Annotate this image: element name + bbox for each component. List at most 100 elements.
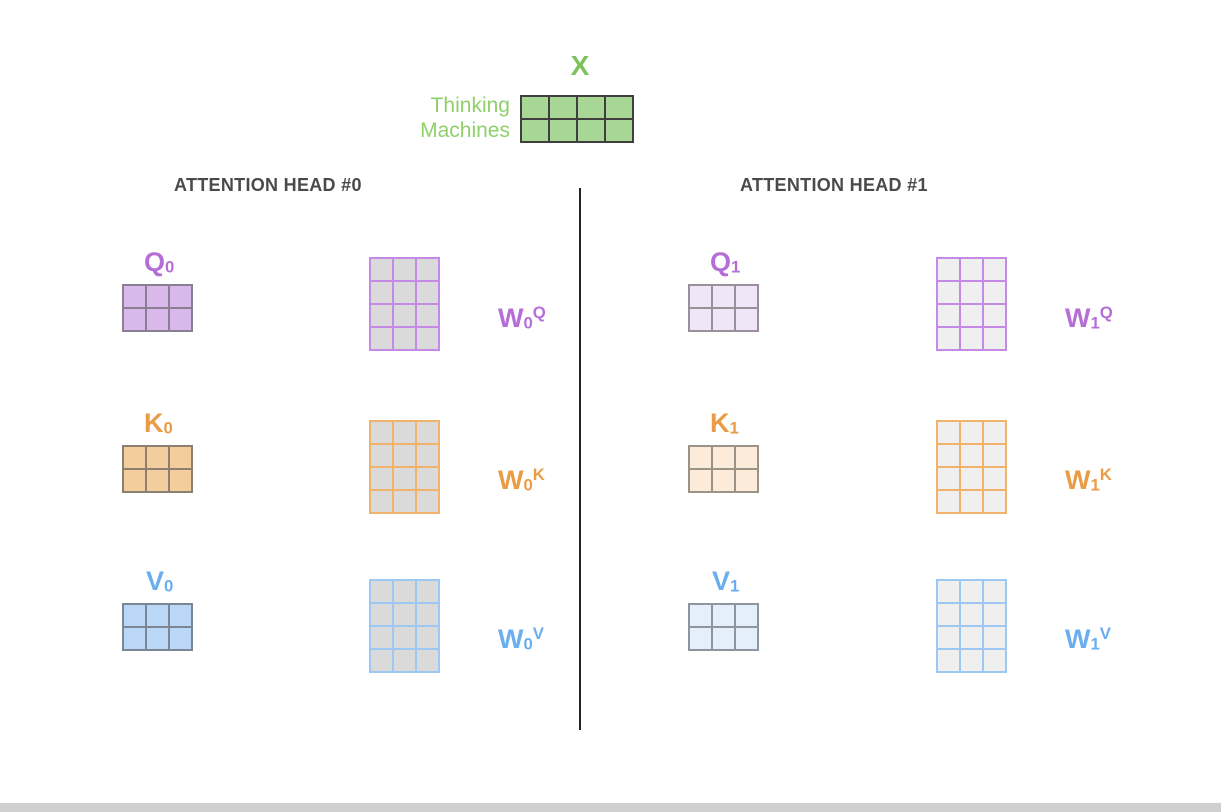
w0v-matrix-cell — [416, 649, 439, 672]
w1k-matrix-cell — [937, 421, 960, 444]
w0q-matrix-cell — [416, 327, 439, 350]
v0-matrix-cell — [123, 627, 146, 650]
x-matrix-cell — [577, 119, 605, 142]
q0-matrix-cell — [169, 285, 192, 308]
w1v-label: W1V — [1065, 623, 1111, 654]
k1-matrix-cell — [712, 446, 735, 469]
v0-matrix-cell — [146, 604, 169, 627]
v1-matrix-cell — [712, 604, 735, 627]
q1-matrix-cell — [712, 308, 735, 331]
k0-label: K0 — [144, 408, 173, 438]
w0v-matrix-cell — [370, 626, 393, 649]
k1-matrix — [688, 445, 759, 493]
w0v-matrix-cell — [393, 603, 416, 626]
w1v-matrix-cell — [937, 580, 960, 603]
w1k-matrix-cell — [937, 467, 960, 490]
w0k-matrix-cell — [416, 421, 439, 444]
q1-matrix-cell — [712, 285, 735, 308]
w1k-matrix-cell — [960, 490, 983, 513]
x-matrix-cell — [605, 96, 633, 119]
word-thinking: Thinking — [430, 94, 510, 117]
v0-matrix-cell — [169, 604, 192, 627]
w0k-matrix-cell — [370, 490, 393, 513]
w1k-matrix — [936, 420, 1007, 514]
q0-matrix-cell — [169, 308, 192, 331]
x-matrix-cell — [521, 96, 549, 119]
w0v-matrix-cell — [416, 580, 439, 603]
w1q-matrix-cell — [983, 281, 1006, 304]
x-matrix-cell — [549, 119, 577, 142]
w1q-matrix-cell — [983, 258, 1006, 281]
w1v-matrix-cell — [983, 580, 1006, 603]
q0-matrix-cell — [123, 285, 146, 308]
k0-matrix-cell — [146, 446, 169, 469]
w0k-matrix-cell — [393, 444, 416, 467]
attention-head-0-title: ATTENTION HEAD #0 — [174, 175, 362, 195]
w0q-matrix-cell — [393, 304, 416, 327]
q0-matrix-cell — [146, 308, 169, 331]
w1q-matrix-cell — [937, 327, 960, 350]
v1-matrix-cell — [712, 627, 735, 650]
w0v-matrix-cell — [393, 649, 416, 672]
q1-matrix-cell — [735, 285, 758, 308]
w0q-matrix-cell — [416, 281, 439, 304]
w0q-matrix-cell — [416, 258, 439, 281]
v0-matrix-cell — [123, 604, 146, 627]
w1k-matrix-cell — [960, 467, 983, 490]
q1-matrix-cell — [735, 308, 758, 331]
w0k-matrix-cell — [370, 444, 393, 467]
w0q-matrix-cell — [393, 258, 416, 281]
w0k-matrix-cell — [416, 490, 439, 513]
w0q-matrix-cell — [393, 281, 416, 304]
q0-matrix-cell — [123, 308, 146, 331]
w1q-matrix-cell — [960, 258, 983, 281]
w1q-matrix-cell — [983, 304, 1006, 327]
w1q-matrix-cell — [960, 304, 983, 327]
w0q-matrix-cell — [370, 327, 393, 350]
w1k-matrix-cell — [983, 467, 1006, 490]
w1k-matrix-cell — [960, 421, 983, 444]
input-words: Thinking Machines — [380, 93, 510, 143]
w1q-matrix-cell — [937, 281, 960, 304]
w0v-matrix-cell — [393, 626, 416, 649]
w1q-matrix — [936, 257, 1007, 351]
word-machines: Machines — [420, 119, 510, 142]
q1-matrix-cell — [689, 308, 712, 331]
x-matrix-cell — [577, 96, 605, 119]
w1v-matrix-cell — [983, 626, 1006, 649]
w1k-matrix-cell — [960, 444, 983, 467]
k0-matrix-cell — [169, 469, 192, 492]
v0-matrix — [122, 603, 193, 651]
k1-matrix-cell — [735, 469, 758, 492]
q1-matrix-cell — [689, 285, 712, 308]
v0-matrix-cell — [146, 627, 169, 650]
w1v-matrix-cell — [983, 649, 1006, 672]
input-x-matrix — [520, 95, 634, 143]
w1v-matrix-cell — [937, 649, 960, 672]
w0k-matrix — [369, 420, 440, 514]
w0q-matrix-cell — [416, 304, 439, 327]
v1-matrix-cell — [689, 627, 712, 650]
w1v-matrix-cell — [960, 580, 983, 603]
q0-label: Q0 — [144, 247, 175, 277]
v1-matrix-cell — [689, 604, 712, 627]
w0v-label: W0V — [498, 623, 544, 654]
w0q-matrix-cell — [393, 327, 416, 350]
w1k-label: W1K — [1065, 464, 1112, 495]
k0-matrix-cell — [123, 446, 146, 469]
q1-label: Q1 — [710, 247, 741, 277]
q0-matrix-cell — [146, 285, 169, 308]
w0q-matrix-cell — [370, 258, 393, 281]
k1-matrix-cell — [735, 446, 758, 469]
w0v-matrix — [369, 579, 440, 673]
w1q-matrix-cell — [983, 327, 1006, 350]
w0k-matrix-cell — [370, 467, 393, 490]
w0v-matrix-cell — [370, 649, 393, 672]
w0k-matrix-cell — [393, 421, 416, 444]
w1v-matrix-cell — [937, 626, 960, 649]
v1-matrix-cell — [735, 627, 758, 650]
w1v-matrix-cell — [960, 626, 983, 649]
k1-matrix-cell — [689, 469, 712, 492]
w1k-matrix-cell — [983, 490, 1006, 513]
v1-matrix-cell — [735, 604, 758, 627]
